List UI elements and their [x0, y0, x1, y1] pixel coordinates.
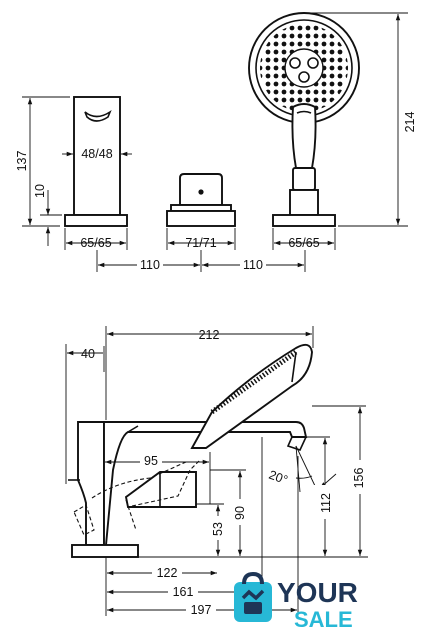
dim-112-label: 112	[319, 493, 333, 513]
dim-65-left-label: 65/65	[80, 236, 111, 250]
dim-spout-reach: 95	[105, 452, 211, 504]
diverter-front-view	[166, 173, 236, 227]
dim-40-label: 40	[81, 347, 95, 361]
dim-spacing: 110 110	[96, 250, 306, 272]
dim-212-label: 212	[199, 328, 220, 342]
dim-10-label: 10	[33, 184, 47, 198]
dim-197-label: 197	[191, 603, 212, 617]
dim-110-left-label: 110	[140, 258, 160, 272]
dim-137-label: 137	[15, 151, 29, 172]
dim-71-label: 71/71	[185, 236, 216, 250]
dim-height-90: 90	[210, 469, 247, 556]
dim-diverter-base: 71/71	[166, 228, 236, 250]
dim-height-156: 156	[312, 405, 367, 556]
dim-214-label: 214	[403, 112, 417, 133]
dim-shower-base: 65/65	[272, 228, 336, 250]
dim-110-right-label: 110	[243, 258, 263, 272]
dim-spout-width: 48/48	[62, 147, 132, 161]
dim-53-label: 53	[211, 522, 225, 536]
dim-65-right-label: 65/65	[288, 236, 319, 250]
dim-spout-base-height: 10	[33, 184, 62, 246]
dim-156-label: 156	[352, 468, 366, 489]
dim-shower-height: 214	[304, 12, 417, 227]
dim-20-label: 20°	[267, 468, 290, 488]
logo-word-your: YOUR	[277, 577, 358, 608]
dim-48-label: 48/48	[81, 147, 112, 161]
dim-95-label: 95	[144, 454, 158, 468]
dim-total-length: 212	[105, 326, 314, 420]
dim-handle-offset: 40	[65, 344, 105, 484]
dim-90-label: 90	[233, 506, 247, 520]
dim-122-label: 122	[157, 566, 178, 580]
dim-spout-base: 65/65	[64, 228, 128, 250]
side-view-outline	[68, 343, 313, 558]
hand-shower-front-view	[248, 12, 360, 227]
logo-word-sale: SALE	[294, 607, 353, 632]
yoursale-logo: YOUR SALE	[234, 572, 358, 632]
dim-161-label: 161	[173, 585, 194, 599]
dim-height-53: 53	[196, 503, 225, 556]
spout-front-view	[64, 96, 128, 227]
dim-height-112: 112	[300, 436, 333, 556]
dim-spout-height: 137	[15, 96, 70, 227]
